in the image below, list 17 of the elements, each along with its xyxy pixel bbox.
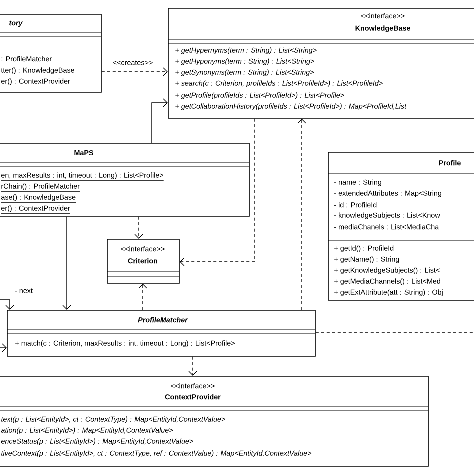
arrow (134, 216, 144, 239)
arrow (152, 98, 168, 144)
arrow (298, 118, 306, 310)
arrow (188, 356, 198, 376)
arrow (102, 68, 168, 76)
class-box (0, 376, 429, 467)
class-box (6, 310, 316, 357)
arrow (0, 300, 14, 310)
arrow (138, 284, 148, 310)
class-box (168, 8, 474, 119)
arrow (62, 216, 72, 310)
class-box (328, 152, 474, 301)
class-box (0, 143, 250, 217)
arrow (180, 118, 256, 266)
arrow (0, 344, 7, 352)
class-box (106, 239, 180, 284)
class-box (0, 14, 102, 93)
